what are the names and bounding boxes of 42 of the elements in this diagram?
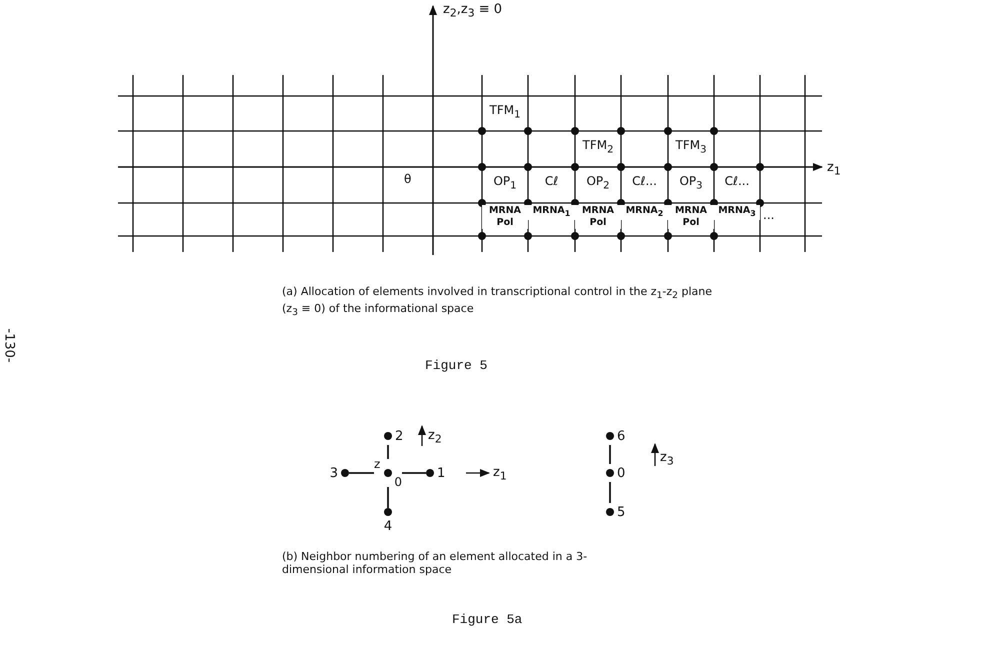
cell-text: TFM$_{3}$: [674, 139, 708, 156]
connector-line: [349, 472, 374, 474]
connector-line: [387, 445, 389, 459]
node-number: 5: [617, 504, 626, 520]
figure-title: Figure 5a: [452, 612, 522, 627]
node-number: 4: [384, 519, 392, 534]
cell-text: MRNA Pol: [668, 205, 714, 229]
cell-text: MRNA Pol: [482, 205, 528, 229]
axis-label: z$_{2}$: [428, 428, 442, 446]
connector-line: [387, 487, 389, 508]
cell-text: Cℓ...: [724, 175, 750, 188]
origin-label: θ: [404, 172, 412, 186]
node-number: 0: [617, 466, 626, 480]
node-number: 3: [330, 466, 338, 480]
cell-text: MRNA$_{2}$: [621, 205, 668, 220]
cell-text: OP$_{1}$: [492, 175, 518, 192]
cell-text: MRNA$_{3}$: [714, 205, 760, 220]
node-number: 2: [395, 428, 404, 444]
page-number: -130-: [2, 328, 17, 363]
axis-label: z$_{3}$: [660, 450, 674, 468]
axis-label: z$_{2}$,z$_{3}$ ≡ 0: [443, 2, 502, 20]
connector-line: [402, 472, 426, 474]
cell-text: OP$_{2}$: [585, 175, 611, 192]
node-number: z: [374, 458, 380, 470]
node-number: 6: [617, 428, 626, 444]
node-number: 1: [437, 466, 446, 480]
cell-text: OP$_{3}$: [678, 175, 704, 192]
cell-text: TFM$_{1}$: [488, 104, 522, 122]
axis-label: z$_{1}$: [827, 160, 841, 178]
connector-line: [609, 445, 611, 464]
cell-text: Cℓ: [544, 175, 560, 188]
cell-text: MRNA$_{1}$: [528, 205, 575, 220]
figure-caption: (b) Neighbor numbering of an element allocated in a 3-dimensional information space: [282, 550, 588, 576]
axis-label: z$_{1}$: [493, 465, 507, 483]
cell-text: TFM$_{2}$: [582, 139, 614, 156]
figure-title: Figure 5: [425, 358, 488, 373]
figure-caption: (a) Allocation of elements involved in transcriptional control in the z$_{1}$-z$_{2}$ plane (z$_{3}$ ≡ 0) of the informational space: [282, 285, 713, 320]
cell-text: MRNA Pol: [575, 205, 621, 229]
connector-line: [609, 482, 611, 503]
cell-text: Cℓ...: [631, 175, 658, 188]
ellipsis-mark: ...: [763, 208, 774, 222]
node-number: 0: [394, 476, 402, 488]
